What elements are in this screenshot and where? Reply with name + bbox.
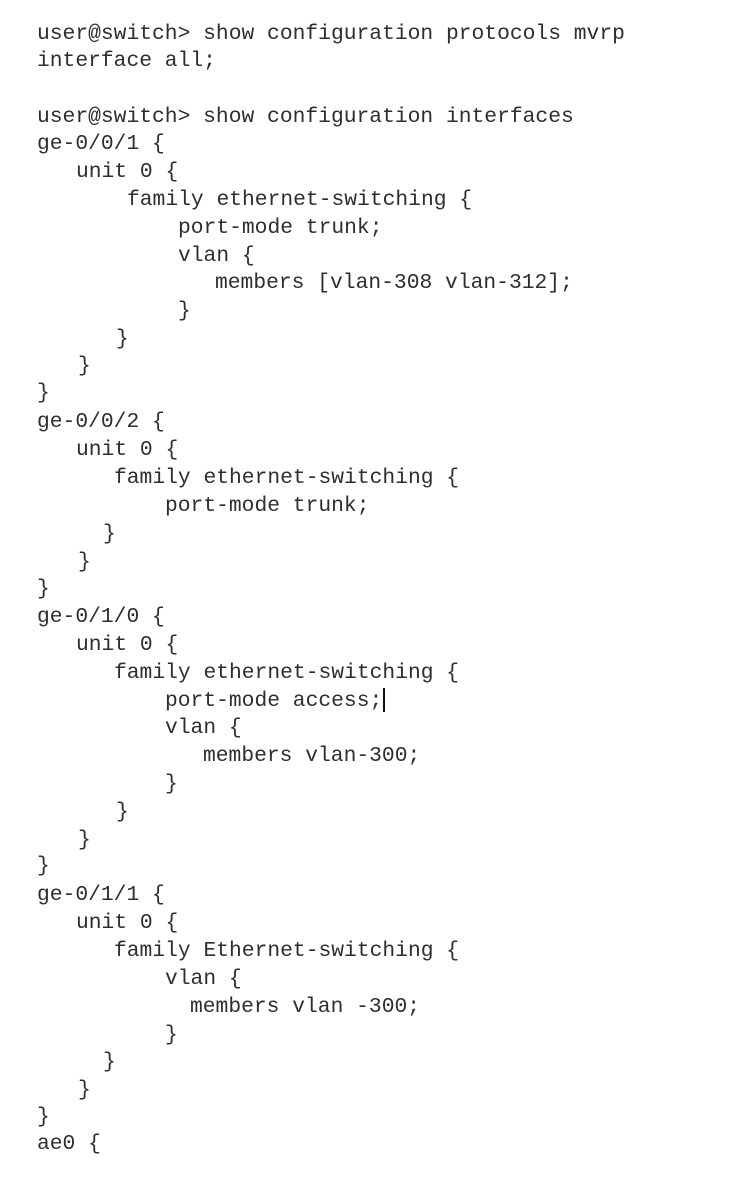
output-line: } [37,381,50,405]
output-line: ge-0/1/1 { [37,883,165,907]
output-text: port-mode access; [165,689,383,713]
output-line: ge-0/0/2 { [37,410,165,434]
output-line: } [78,828,91,852]
output-line: ge-0/0/1 { [37,132,165,156]
output-line: } [116,800,129,824]
output-line: ge-0/1/0 { [37,605,165,629]
output-line: } [103,1050,116,1074]
output-line: } [78,1078,91,1102]
output-line: ae0 { [37,1132,101,1156]
command-line: user@switch> show configuration protocol… [37,22,625,46]
output-line: } [165,772,178,796]
output-line: } [165,1023,178,1047]
output-line: family ethernet-switching { [114,661,460,685]
output-line: members [vlan-308 vlan-312]; [215,271,573,295]
output-line: } [78,354,91,378]
output-line: } [178,299,191,323]
output-line: port-mode trunk; [178,216,383,240]
output-line: vlan { [165,967,242,991]
output-line: port-mode trunk; [165,494,370,518]
output-line: family ethernet-switching { [114,466,460,490]
output-line: members vlan -300; [190,995,421,1019]
output-line: members vlan-300; [203,744,421,768]
output-line: vlan { [178,244,255,268]
text-cursor [383,688,385,713]
output-line: unit 0 { [76,633,179,657]
output-line: interface all; [37,49,216,73]
output-line: } [37,854,50,878]
output-line: unit 0 { [76,438,179,462]
output-line: } [37,1105,50,1129]
output-line: } [103,522,116,546]
output-line: family Ethernet-switching { [114,939,460,963]
command-line: user@switch> show configuration interfac… [37,105,574,129]
output-line: unit 0 { [76,160,179,184]
output-line: vlan { [165,716,242,740]
output-line: family ethernet-switching { [127,188,473,212]
output-line: } [37,577,50,601]
output-line: unit 0 { [76,911,179,935]
output-line: } [116,327,129,351]
output-line: } [78,550,91,574]
output-line: port-mode access; [165,687,385,715]
